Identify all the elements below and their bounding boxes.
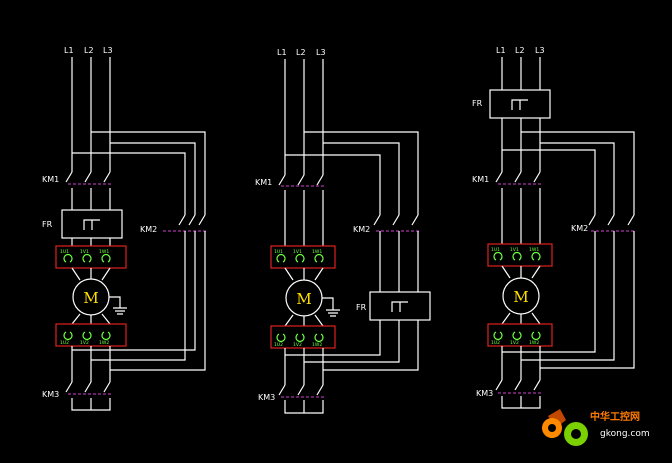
km3-label: KM3 — [258, 393, 275, 402]
terminal-1u1: 1U1 — [274, 249, 283, 255]
motor-label: M — [513, 288, 528, 306]
terminal-1u1: 1U1 — [60, 249, 69, 255]
terminal-block-top — [487, 243, 553, 267]
fr-relay — [369, 291, 431, 321]
phase-label-l3: L3 — [103, 46, 113, 55]
km2-label: KM2 — [571, 224, 588, 233]
terminal-1v2: 1V2 — [510, 340, 519, 346]
terminal-1u2: 1U2 — [60, 340, 69, 346]
terminal-1v1: 1V1 — [293, 249, 302, 255]
motor-label: M — [296, 290, 311, 308]
fr-label: FR — [472, 99, 483, 108]
terminal-1v1: 1V1 — [80, 249, 89, 255]
watermark-url: gkong.com — [600, 429, 650, 439]
circuit-1: L1 L2 L3 KM1 FR 1U1 1V1 1W1 M 1U2 1V2 1W — [42, 46, 207, 411]
watermark-text: 中华工控网 — [590, 410, 640, 423]
km2-label: KM2 — [140, 225, 157, 234]
km3-label: KM3 — [476, 389, 493, 398]
phase-label-l1: L1 — [64, 46, 74, 55]
motor-label: M — [83, 289, 98, 307]
terminal-block-bottom — [487, 323, 553, 347]
circuit-3: L1 L2 L3 FR KM1 1U1 1V1 1W1 M 1U2 1V2 1W… — [472, 46, 636, 409]
terminal-1w2: 1W2 — [529, 340, 539, 346]
km1-label: KM1 — [42, 175, 59, 184]
phase-label-l2: L2 — [515, 46, 525, 55]
km1-label: KM1 — [255, 178, 272, 187]
watermark-logo: 中华工控网 gkong.com — [542, 409, 650, 446]
km2-label: KM2 — [353, 225, 370, 234]
terminal-1w1: 1W1 — [529, 247, 539, 253]
terminal-block-bottom — [270, 325, 336, 349]
terminal-1w2: 1W2 — [312, 342, 322, 348]
phase-label-l2: L2 — [296, 48, 306, 57]
km1-label: KM1 — [472, 175, 489, 184]
km3-label: KM3 — [42, 390, 59, 399]
terminal-1v1: 1V1 — [510, 247, 519, 253]
terminal-block-top — [270, 245, 336, 269]
terminal-1v2: 1V2 — [80, 340, 89, 346]
terminal-1w2: 1W2 — [99, 340, 109, 346]
phase-label-l3: L3 — [316, 48, 326, 57]
terminal-1u2: 1U2 — [274, 342, 283, 348]
phase-label-l3: L3 — [535, 46, 545, 55]
phase-label-l1: L1 — [496, 46, 506, 55]
terminal-1w1: 1W1 — [312, 249, 322, 255]
phase-label-l1: L1 — [277, 48, 287, 57]
terminal-1w1: 1W1 — [99, 249, 109, 255]
fr-label: FR — [356, 303, 367, 312]
terminal-1v2: 1V2 — [293, 342, 302, 348]
fr-label: FR — [42, 220, 53, 229]
phase-label-l2: L2 — [84, 46, 94, 55]
terminal-1u2: 1U2 — [491, 340, 500, 346]
terminal-1u1: 1U1 — [491, 247, 500, 253]
circuit-2: L1 L2 L3 KM1 1U1 1V1 1W1 M 1U2 1V2 1W2 K… — [255, 48, 431, 414]
